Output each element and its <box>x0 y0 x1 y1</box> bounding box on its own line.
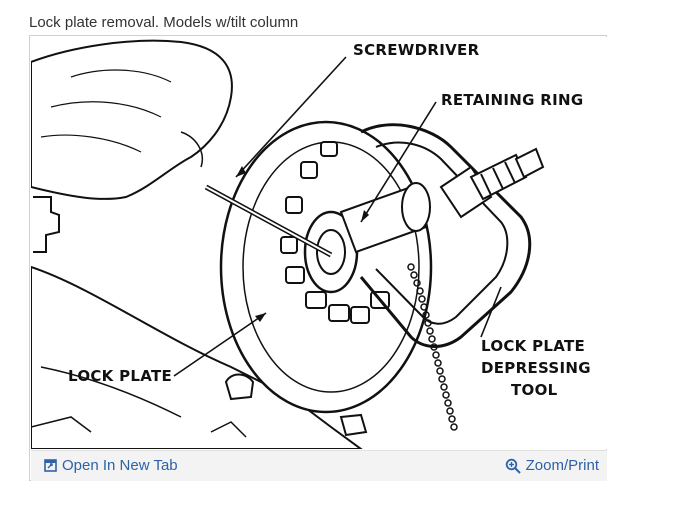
image-toolbar: Open In New Tab Zoom/Print <box>31 450 607 481</box>
label-tool-line3: TOOL <box>511 381 558 399</box>
label-tool-line2: DEPRESSING <box>481 359 591 377</box>
open-new-tab-label: Open In New Tab <box>62 457 178 474</box>
open-in-new-tab-icon <box>44 459 57 472</box>
lock-plate-diagram[interactable]: SCREWDRIVER RETAINING RING LOCK PLATE LO… <box>31 37 607 449</box>
image-card: SCREWDRIVER RETAINING RING LOCK PLATE LO… <box>29 35 607 481</box>
open-new-tab-link[interactable]: Open In New Tab <box>44 457 178 474</box>
label-retaining-ring: RETAINING RING <box>441 91 583 109</box>
zoom-print-label: Zoom/Print <box>525 457 599 474</box>
label-tool-line1: LOCK PLATE <box>481 337 585 355</box>
zoom-icon <box>505 458 521 474</box>
zoom-print-link[interactable]: Zoom/Print <box>505 457 599 474</box>
label-lock-plate: LOCK PLATE <box>68 367 172 385</box>
image-caption: Lock plate removal. Models w/tilt column <box>29 14 299 31</box>
label-screwdriver: SCREWDRIVER <box>353 41 480 59</box>
